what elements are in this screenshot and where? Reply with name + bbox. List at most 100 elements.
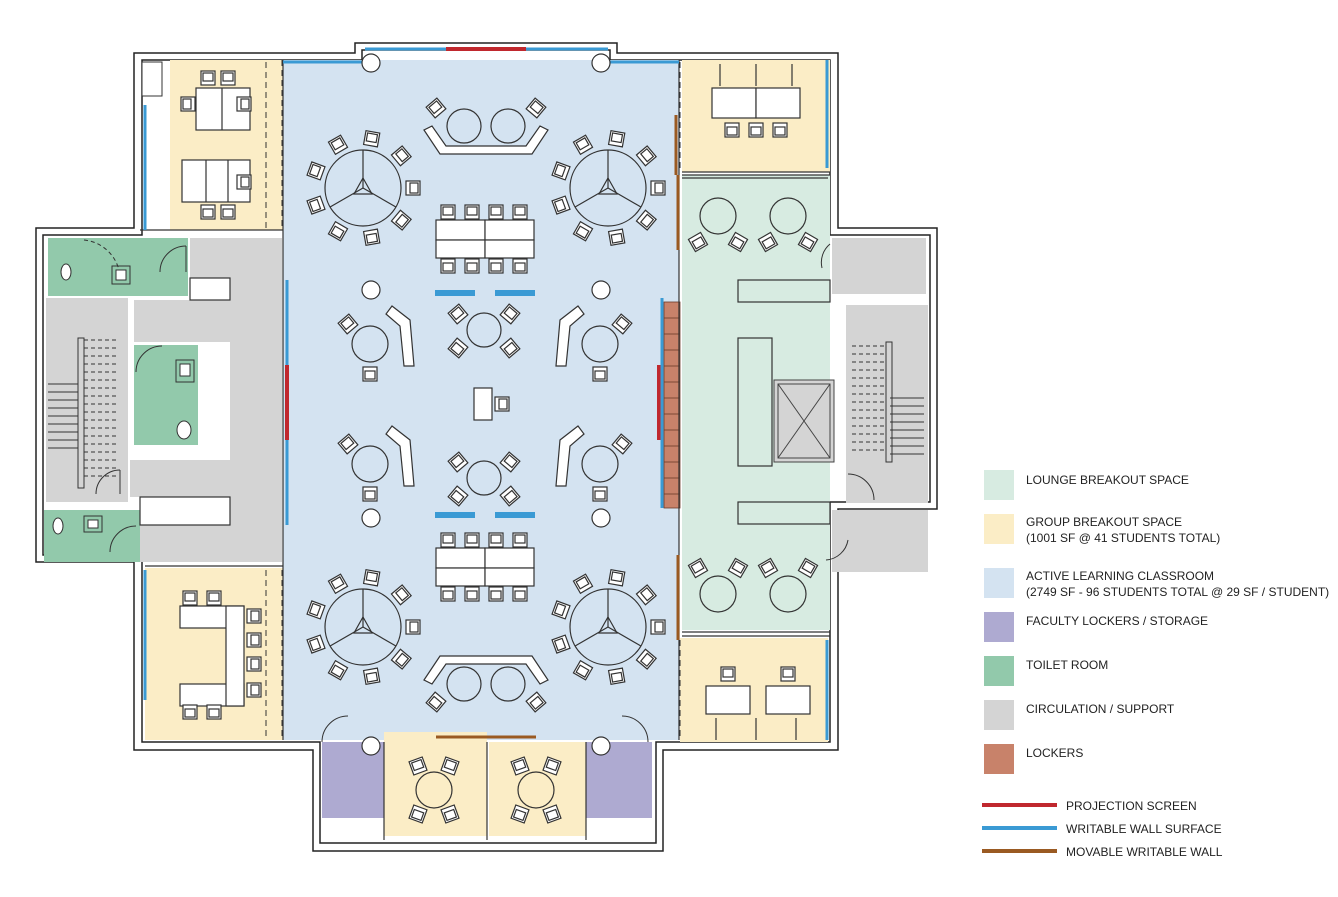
chair [510,804,530,824]
chair [551,195,571,215]
dashed-lines [265,60,681,740]
chair [408,756,428,776]
lounge-table [699,197,737,235]
chair [362,228,381,247]
chair [464,258,480,274]
chair [724,122,740,138]
toilet-fixtures [52,61,195,535]
chair [362,366,378,382]
chair [635,145,658,167]
chair [182,704,198,720]
chair [440,586,456,602]
lockers [663,301,681,509]
couch [423,125,549,155]
circulation-left [130,238,282,562]
chair [797,231,819,253]
stair-right [846,305,928,503]
lounge-table [351,445,389,483]
chair [447,485,469,507]
chair [390,584,413,606]
stairs [48,337,924,489]
wall-strips [143,47,829,740]
group-table [517,771,555,809]
chair [390,648,413,670]
chair [440,804,460,824]
circulation-right [832,238,926,294]
lounge-couch [385,425,415,487]
chair [447,303,469,325]
chair [499,485,521,507]
chair [180,96,196,112]
table [484,547,535,569]
chair [390,209,413,231]
lounge-table [351,325,389,363]
lounge-table [581,445,619,483]
chair [687,231,709,253]
chair [572,220,594,242]
chair [748,122,764,138]
locker-dividers [664,317,680,495]
lounge-table [769,197,807,235]
lounge-couch [385,305,415,367]
chair [425,691,447,713]
chair [512,586,528,602]
chair [542,756,562,776]
chair [206,704,222,720]
chair [327,220,349,242]
chair [499,303,521,325]
chair [362,667,381,686]
chair [488,532,504,548]
chair [650,180,666,196]
chair [551,600,571,620]
chair [447,337,469,359]
chair [327,134,349,156]
lounge-table [446,108,482,144]
circulation-right-lower [832,510,928,572]
chair [306,634,326,654]
chair [499,337,521,359]
chair [542,804,562,824]
chair [425,97,447,119]
table [435,239,486,259]
chair [727,557,749,579]
chair [306,600,326,620]
interior-walls [139,60,831,840]
chair [220,70,236,86]
chair [512,532,528,548]
table [435,567,486,587]
table [435,219,486,241]
table [484,219,535,241]
chair [362,486,378,502]
chair [488,258,504,274]
writable-board-4 [495,512,535,518]
chair [488,204,504,220]
chair [635,584,658,606]
table [225,605,245,707]
table [711,87,757,119]
chair [488,586,504,602]
chair [650,619,666,635]
chair [182,590,198,606]
chair [635,648,658,670]
instructor-desk [473,387,493,421]
furniture [179,64,828,824]
table [435,547,486,569]
lounge-table [769,575,807,613]
table [484,239,535,259]
lounge-table [581,325,619,363]
chair [510,756,530,776]
chair [572,573,594,595]
chair [246,682,262,698]
chair [494,396,510,412]
couch [423,655,549,685]
chair [499,451,521,473]
chair [464,586,480,602]
lounge-table [699,575,737,613]
chair [727,231,749,253]
chair [464,532,480,548]
table [705,685,751,715]
lounge-table [490,108,526,144]
chair [246,632,262,648]
chair [551,161,571,181]
chair [512,204,528,220]
